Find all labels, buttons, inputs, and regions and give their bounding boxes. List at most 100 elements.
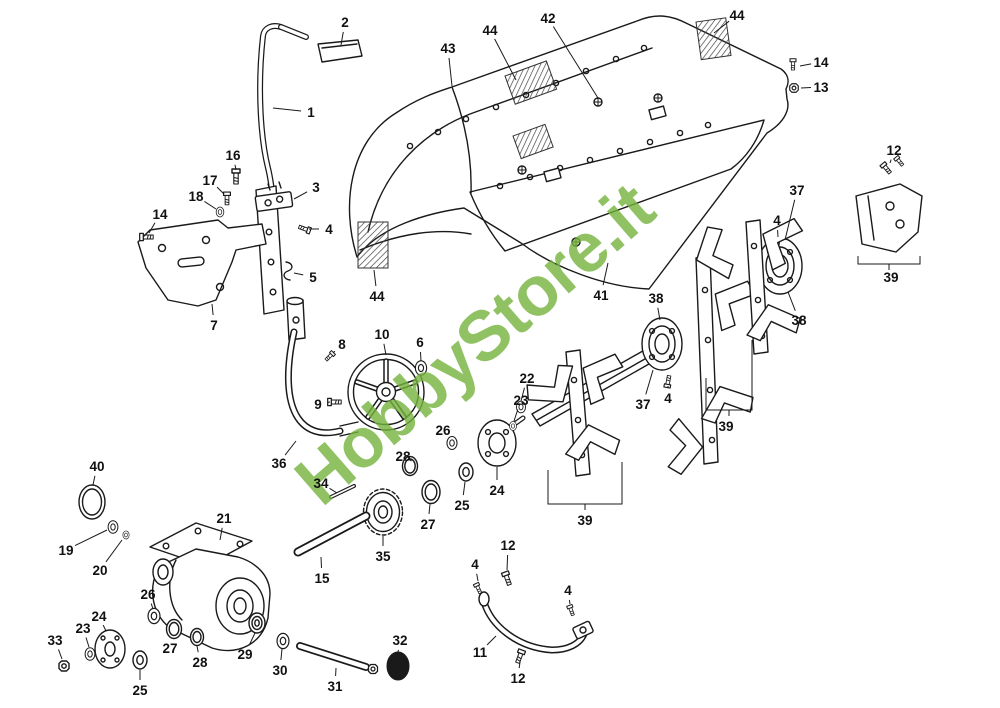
- part-callout: 44: [369, 269, 385, 304]
- part-number-label: 24: [91, 609, 107, 624]
- gearbox-assembly: [58, 484, 410, 681]
- part-number-label: 3: [312, 180, 320, 195]
- tine-blade: [648, 418, 708, 479]
- washer-icon: [276, 632, 290, 650]
- part-callout: 13: [800, 80, 829, 95]
- bolt-icon: [789, 58, 797, 71]
- leader-line: [293, 272, 304, 276]
- leader-line: [234, 164, 237, 171]
- leader-line: [332, 350, 336, 354]
- part-callout: 43: [440, 41, 456, 87]
- part-callout: 42: [540, 11, 599, 99]
- leader-line: [219, 527, 223, 541]
- part-callout: 4: [564, 583, 572, 605]
- part-number-label: 14: [813, 55, 829, 70]
- leader-line: [105, 539, 123, 563]
- part-callout: 39: [718, 419, 733, 434]
- part-number-label: 4: [325, 222, 333, 237]
- part-callout: 31: [327, 667, 343, 694]
- part-number-label: 4: [471, 557, 479, 572]
- leader-line: [248, 632, 256, 646]
- fastener-group-top-right: [789, 58, 799, 93]
- part-callout: 8: [332, 337, 346, 354]
- part-number-label: 39: [718, 419, 733, 434]
- leader-line: [518, 661, 521, 669]
- part-callout: 15: [314, 556, 330, 586]
- hub-shaft-assembly: [293, 400, 527, 557]
- part-number-label: 26: [435, 423, 451, 438]
- part-number-label: 4: [564, 583, 572, 598]
- tiller-assembly-right: [745, 154, 923, 359]
- leader-line: [800, 87, 812, 89]
- part-number-label: 7: [210, 318, 218, 333]
- part-number-label: 27: [420, 517, 435, 532]
- washer-icon: [132, 650, 148, 670]
- part-callout: 33: [47, 633, 63, 660]
- part-number-label: 25: [132, 683, 148, 698]
- handle-grip: [317, 39, 363, 63]
- part-number-label: 27: [162, 641, 177, 656]
- label-sticker: [512, 123, 554, 160]
- latch-plate: [254, 191, 294, 212]
- bolt-icon: [472, 581, 484, 595]
- tiller-assembly-center: [522, 347, 657, 510]
- part-callout: 14: [799, 55, 829, 70]
- handlebar-assembly: [137, 23, 363, 341]
- part-number-label: 5: [309, 270, 317, 285]
- washer-icon: [84, 647, 96, 661]
- nut-icon: [58, 660, 70, 672]
- part-number-label: 38: [648, 291, 664, 306]
- part-callout: 10: [374, 327, 390, 356]
- part-callout: 12: [510, 661, 526, 686]
- leader-line: [329, 487, 338, 494]
- part-callout: 28: [395, 449, 412, 464]
- leader-line: [280, 648, 283, 661]
- leader-line: [204, 200, 217, 210]
- part-callout: 26: [140, 587, 156, 610]
- part-number-label: 17: [202, 173, 217, 188]
- bolt-icon: [500, 570, 514, 587]
- part-number-label: 38: [791, 313, 807, 328]
- part-callout: 18: [188, 189, 217, 210]
- part-callout: 27: [162, 638, 178, 656]
- part-number-label: 40: [89, 459, 104, 474]
- part-number-label: 21: [216, 511, 232, 526]
- leader-line: [150, 603, 154, 610]
- part-callout: 9: [314, 397, 331, 412]
- leader-line: [196, 645, 199, 653]
- part-callout: 3: [293, 180, 320, 200]
- part-number-label: 12: [886, 143, 901, 158]
- part-number-label: 39: [883, 270, 898, 285]
- part-number-label: 29: [237, 647, 252, 662]
- part-number-label: 18: [188, 189, 204, 204]
- washer-icon: [509, 421, 517, 431]
- part-callout: 23: [513, 393, 529, 422]
- part-callout: 1: [272, 105, 315, 120]
- part-callout: 25: [454, 481, 470, 513]
- leader-line: [520, 387, 525, 402]
- leader-line: [784, 199, 796, 241]
- part-callout: 39: [883, 270, 898, 285]
- part-number-label: 33: [47, 633, 63, 648]
- part-number-label: 25: [454, 498, 470, 513]
- leader-line: [340, 31, 344, 46]
- part-callout: 2: [340, 15, 349, 46]
- part-number-label: 22: [519, 371, 534, 386]
- part-callout: 21: [216, 511, 232, 541]
- part-callout: 39: [577, 513, 592, 528]
- part-callout: 24: [91, 609, 107, 632]
- part-number-label: 19: [58, 543, 73, 558]
- leader-line: [216, 186, 225, 195]
- part-callout: 24: [489, 467, 505, 498]
- part-number-label: 28: [192, 655, 208, 670]
- part-callout: 27: [420, 503, 436, 532]
- part-callout: 26: [435, 423, 451, 438]
- leader-line: [513, 409, 519, 422]
- hinge: [648, 105, 667, 121]
- part-callout: 14: [148, 207, 168, 234]
- support-rod-assembly: [472, 570, 594, 665]
- leader-line: [320, 556, 322, 569]
- part-number-label: 6: [416, 335, 424, 350]
- part-callout: 41: [593, 262, 609, 303]
